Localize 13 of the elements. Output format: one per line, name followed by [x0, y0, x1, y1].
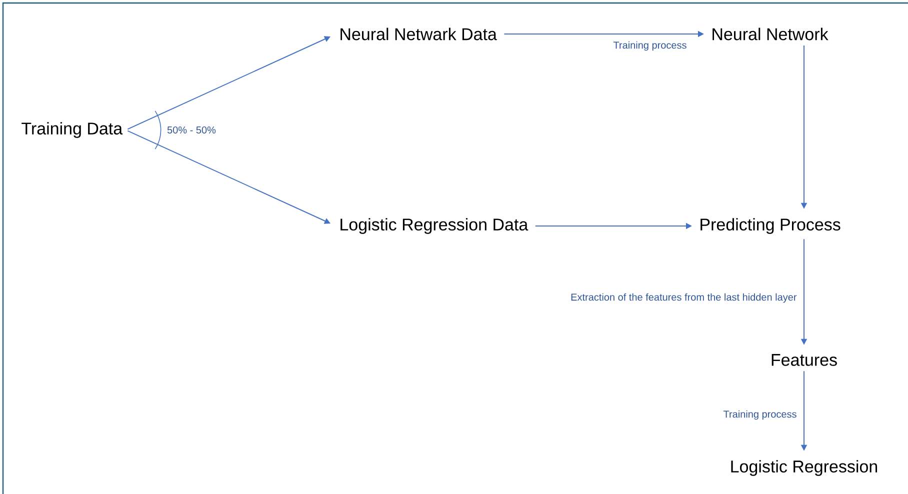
angle-label: 50% - 50% [167, 126, 216, 134]
node-text: Neural Network [712, 28, 828, 40]
node-text: Logistic Regression Data [340, 218, 528, 234]
edge-label: Extraction of the features from the last hidden layer [570, 292, 798, 304]
edge-label: Training process [612, 40, 688, 52]
node-text: Training Data [22, 122, 123, 138]
node-text: Features [772, 354, 837, 366]
arrow [127, 36, 330, 130]
node-text: Predicting Process [700, 218, 840, 234]
node-text: Logistic Regression [731, 460, 878, 476]
arrow [127, 130, 330, 224]
edge-label: Training process [722, 409, 798, 421]
node-text: Neural Netwark Data [340, 28, 497, 40]
